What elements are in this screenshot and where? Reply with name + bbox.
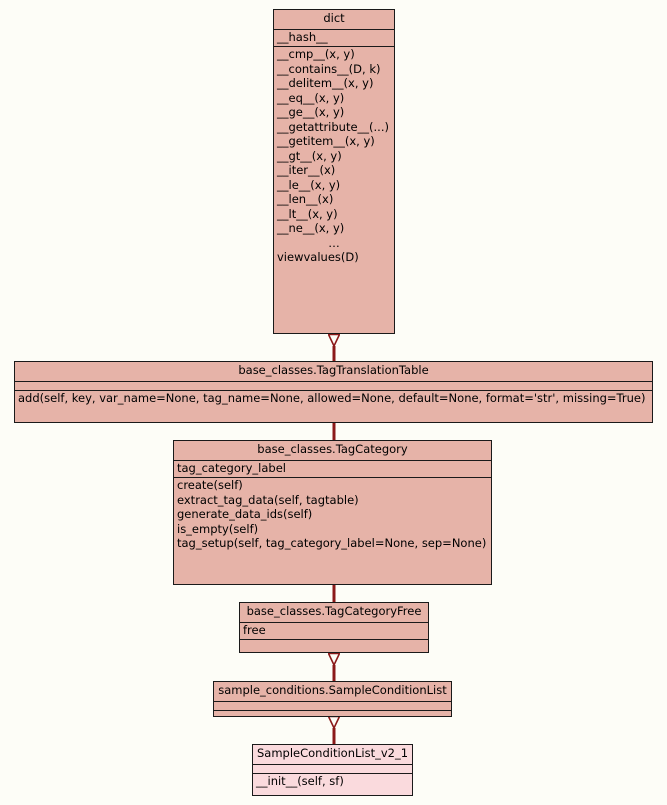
attributes-section-dict: __hash__: [274, 28, 394, 47]
attribute-row: free: [243, 623, 266, 637]
method-row: __eq__(x, y): [277, 91, 345, 105]
method-row: create(self): [177, 479, 243, 492]
class-box-tag-translation-table[interactable]: base_classes.TagTranslationTable add(sel…: [14, 361, 653, 423]
method-row: __iter__(x): [277, 164, 336, 177]
class-box-dict[interactable]: dict __hash__ __cmp__(x, y) __contains__…: [273, 9, 395, 334]
methods-section-tag-translation-table: add(self, key, var_name=None, tag_name=N…: [15, 389, 652, 408]
methods-section-tag-category: create(self) extract_tag_data(self, tagt…: [174, 477, 491, 553]
method-row: __getattribute__(...): [277, 120, 389, 134]
attributes-section-tag-translation-table: [15, 380, 652, 390]
method-row: add(self, key, var_name=None, tag_name=N…: [18, 391, 646, 405]
method-row: __delitem__(x, y): [277, 77, 374, 90]
class-name-sample-condition-list: sample_conditions.SampleConditionList: [218, 683, 447, 697]
method-row: __ge__(x, y): [277, 106, 345, 119]
class-name-section-tag-category: base_classes.TagCategory: [174, 441, 491, 460]
attributes-section-sample-condition-list-v2-1: [253, 763, 412, 773]
class-name-tag-translation-table: base_classes.TagTranslationTable: [238, 363, 429, 377]
attributes-section-tag-category: tag_category_label: [174, 459, 491, 478]
method-row: __init__(self, sf): [256, 774, 344, 788]
method-row: generate_data_ids(self): [177, 508, 313, 521]
method-row: tag_setup(self, tag_category_label=None,…: [177, 537, 487, 550]
class-name-section-tag-category-free: base_classes.TagCategoryFree: [240, 603, 428, 622]
method-row: __lt__(x, y): [277, 207, 338, 221]
methods-section-sample-condition-list-v2-1: __init__(self, sf): [253, 772, 412, 791]
methods-section-tag-category-free: [240, 639, 428, 648]
method-row: __ne__(x, y): [277, 222, 345, 235]
method-row: viewvalues(D): [277, 251, 359, 264]
method-row: __contains__(D, k): [277, 62, 381, 76]
attribute-row: __hash__: [277, 30, 328, 44]
method-row: __le__(x, y): [277, 178, 341, 192]
methods-section-sample-condition-list: [214, 709, 451, 717]
attribute-row: tag_category_label: [177, 461, 286, 475]
method-row: __len__(x): [277, 193, 334, 206]
method-row: __gt__(x, y): [277, 149, 342, 163]
class-box-sample-condition-list-v2-1[interactable]: SampleConditionList_v2_1 __init__(self, …: [252, 744, 413, 796]
method-row-ellipsis: …: [328, 236, 340, 250]
class-name-section-sample-condition-list-v2-1: SampleConditionList_v2_1: [253, 745, 412, 764]
class-box-tag-category[interactable]: base_classes.TagCategory tag_category_la…: [173, 440, 492, 585]
method-row: __getitem__(x, y): [277, 135, 375, 148]
class-name-section-tag-translation-table: base_classes.TagTranslationTable: [15, 362, 652, 381]
class-box-tag-category-free[interactable]: base_classes.TagCategoryFree free: [239, 602, 429, 653]
class-name-tag-category: base_classes.TagCategory: [257, 442, 408, 456]
method-row: __cmp__(x, y): [277, 48, 355, 61]
class-name-sample-condition-list-v2-1: SampleConditionList_v2_1: [257, 746, 409, 760]
attributes-section-sample-condition-list: [214, 700, 451, 710]
class-name-section-sample-condition-list: sample_conditions.SampleConditionList: [214, 682, 451, 701]
attributes-section-tag-category-free: free: [240, 621, 428, 640]
method-row: is_empty(self): [177, 522, 259, 536]
class-name-section-dict: dict: [274, 10, 394, 29]
class-name-dict: dict: [323, 11, 345, 25]
method-row: extract_tag_data(self, tagtable): [177, 493, 359, 507]
methods-section-dict: __cmp__(x, y) __contains__(D, k) __delit…: [274, 46, 394, 267]
class-box-sample-condition-list[interactable]: sample_conditions.SampleConditionList: [213, 681, 452, 717]
class-name-tag-category-free: base_classes.TagCategoryFree: [246, 604, 422, 618]
